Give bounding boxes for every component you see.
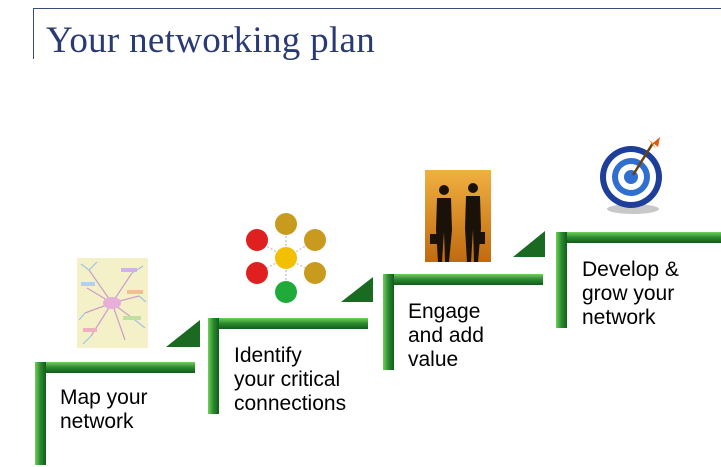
step-bracket — [383, 231, 545, 370]
step-bracket — [35, 320, 200, 465]
people-talking-icon — [425, 170, 491, 262]
page-title: Your networking plan — [46, 20, 376, 61]
step-identify-connections — [208, 272, 373, 417]
mind-map-icon — [77, 258, 148, 348]
step-label-map-network: Map your network — [60, 386, 148, 433]
step-map-network — [35, 320, 200, 465]
target-icon — [598, 135, 668, 215]
step-bracket — [208, 277, 373, 414]
step-label-identify-connections: Identify your critical connections — [234, 344, 347, 415]
step-develop-network — [556, 230, 721, 330]
title-frame — [33, 8, 721, 59]
step-label-engage-value: Engage and add value — [408, 300, 484, 371]
step-bracket — [556, 232, 721, 328]
connections-icon — [244, 212, 330, 304]
step-label-develop-network: Develop & grow your network — [582, 258, 679, 329]
step-engage-value — [383, 228, 548, 373]
